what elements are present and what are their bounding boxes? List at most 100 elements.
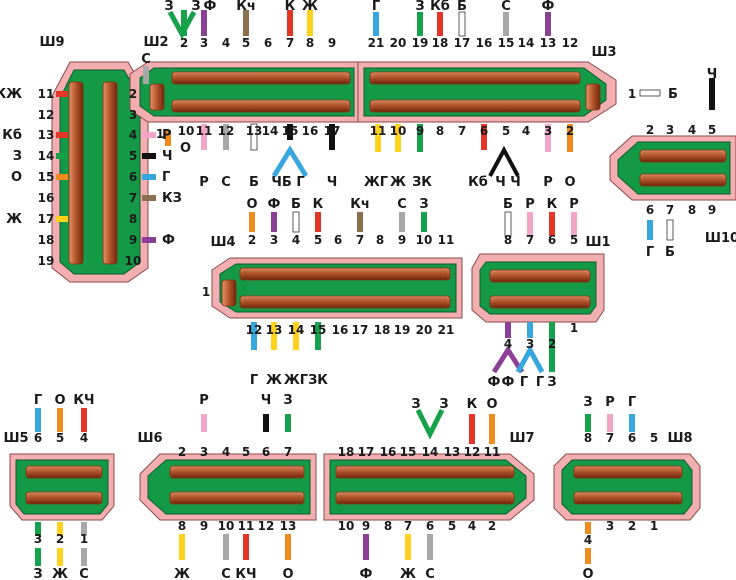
wire-stub-О: [567, 124, 573, 152]
pin-number: 17: [352, 323, 369, 337]
wire-stub-Б: [639, 89, 661, 97]
wire-color-label: О: [180, 141, 191, 156]
wire-color-label: З: [415, 0, 424, 14]
wire-color-label: Ж: [266, 373, 282, 388]
pin-number: 2: [548, 337, 556, 351]
wire-color-label: К: [467, 397, 478, 412]
wire-stub-Ч: [263, 414, 269, 432]
wire-stub-Р: [201, 124, 207, 150]
wire-stub-З: [585, 414, 591, 432]
wire-stub-Р: [201, 414, 207, 432]
wire-stub-Г: [142, 174, 156, 180]
wire-color-label: З: [283, 393, 292, 408]
wire-color-label: О: [486, 397, 497, 412]
wire-color-label: К: [285, 0, 296, 14]
sh3-end-cap: [585, 83, 601, 111]
pin-number: 6: [426, 519, 434, 533]
pin-number: 4: [504, 337, 512, 351]
pin-number: 11: [370, 124, 387, 138]
wire-stub-КЗ: [142, 195, 156, 201]
pin-number: 11: [238, 519, 255, 533]
pin-number: 2: [178, 445, 186, 459]
wire-color-label: О: [246, 197, 257, 212]
pin-number: 13: [540, 36, 557, 50]
wire-stub-Кб: [481, 124, 487, 150]
wire-color-label: Г: [536, 375, 544, 390]
wire-stub-О: [489, 414, 495, 444]
pin-number: 10: [416, 233, 433, 247]
wire-color-label: КЖ: [0, 87, 22, 102]
pin-number: 9: [398, 233, 406, 247]
wire-stub-О: [585, 522, 591, 534]
pin-number: 6: [646, 203, 654, 217]
wire-stub-К: [469, 414, 475, 444]
wire-color-label: Ж: [6, 212, 22, 227]
wire-stub-Ф: [505, 322, 511, 338]
connector-label-sh8: Ш8: [667, 431, 692, 446]
wire-stub-Р: [527, 212, 533, 236]
pin-number: 12: [258, 519, 275, 533]
wire-color-label: Г: [646, 245, 654, 260]
wire-color-label: Ч Ч: [495, 175, 521, 190]
wire-stub-Р: [571, 212, 577, 236]
pin-number: 2: [566, 124, 574, 138]
pin-number: 2: [180, 36, 188, 50]
wire-stub-С: [143, 66, 149, 84]
wire-stub-О: [249, 212, 255, 232]
pin-number: 6: [628, 431, 636, 445]
wire-color-label: Г: [250, 373, 258, 388]
pin-number: 9: [416, 124, 424, 138]
wire-color-label: С: [141, 52, 151, 67]
wire-stub-Ж: [56, 216, 68, 222]
wire-color-label: Р: [199, 393, 209, 408]
pin-number: 13: [246, 124, 263, 138]
pin-number: 2: [646, 123, 654, 137]
pin-number: 4: [222, 36, 230, 50]
connector-label-sh7: Ш7: [509, 431, 534, 446]
pin-number: 8: [584, 431, 592, 445]
wire-color-label: З: [411, 397, 420, 412]
sh9-rail: [68, 81, 84, 265]
wire-color-label: Б: [668, 87, 678, 102]
pin-number: 18: [38, 233, 55, 247]
pin-number: 19: [412, 36, 429, 50]
pin-number: 15: [400, 445, 417, 459]
pin-number: 7: [286, 36, 294, 50]
wire-color-label: Р: [162, 128, 172, 143]
wire-color-label: Кч: [236, 0, 256, 14]
pin-number: 9: [328, 36, 336, 50]
wire-stub-О: [56, 174, 68, 180]
wire-stub-Г: [647, 220, 653, 240]
pin-number: 1: [80, 532, 88, 546]
wire-stub-Б: [250, 123, 258, 151]
wire-color-label: О: [282, 567, 293, 580]
wire-stub-Г: [629, 414, 635, 432]
pin-number: 9: [362, 519, 370, 533]
wire-color-label: Ч: [327, 175, 338, 190]
connector-label-sh1: Ш1: [585, 235, 610, 250]
pin-number: 6: [480, 124, 488, 138]
wire-stub-С: [399, 212, 405, 232]
pin-number: 13: [266, 323, 283, 337]
wire-stub-Р: [607, 414, 613, 432]
wire-stub-Ф: [271, 212, 277, 232]
wire-color-label: КЧ: [235, 567, 256, 580]
wire-color-label: Ф: [204, 0, 217, 14]
wire-stub-Г: [373, 12, 379, 36]
pin-number: 10: [390, 124, 407, 138]
pin-number: 3: [526, 337, 534, 351]
connector-label-sh10: Ш10: [705, 231, 736, 246]
wire-stub-К: [287, 10, 293, 36]
wire-color-label: Ж: [174, 567, 190, 580]
wire-color-label: О: [54, 393, 65, 408]
pin-number: 2: [248, 233, 256, 247]
pin-number: 12: [562, 36, 579, 50]
pin-number: 12: [246, 323, 263, 337]
wire-color-label: З: [547, 375, 556, 390]
pin-number: 5: [242, 445, 250, 459]
wire-color-label: ЧБ Г: [271, 175, 304, 190]
wire-color-label: Б: [291, 197, 301, 212]
pin-number: 16: [380, 445, 397, 459]
